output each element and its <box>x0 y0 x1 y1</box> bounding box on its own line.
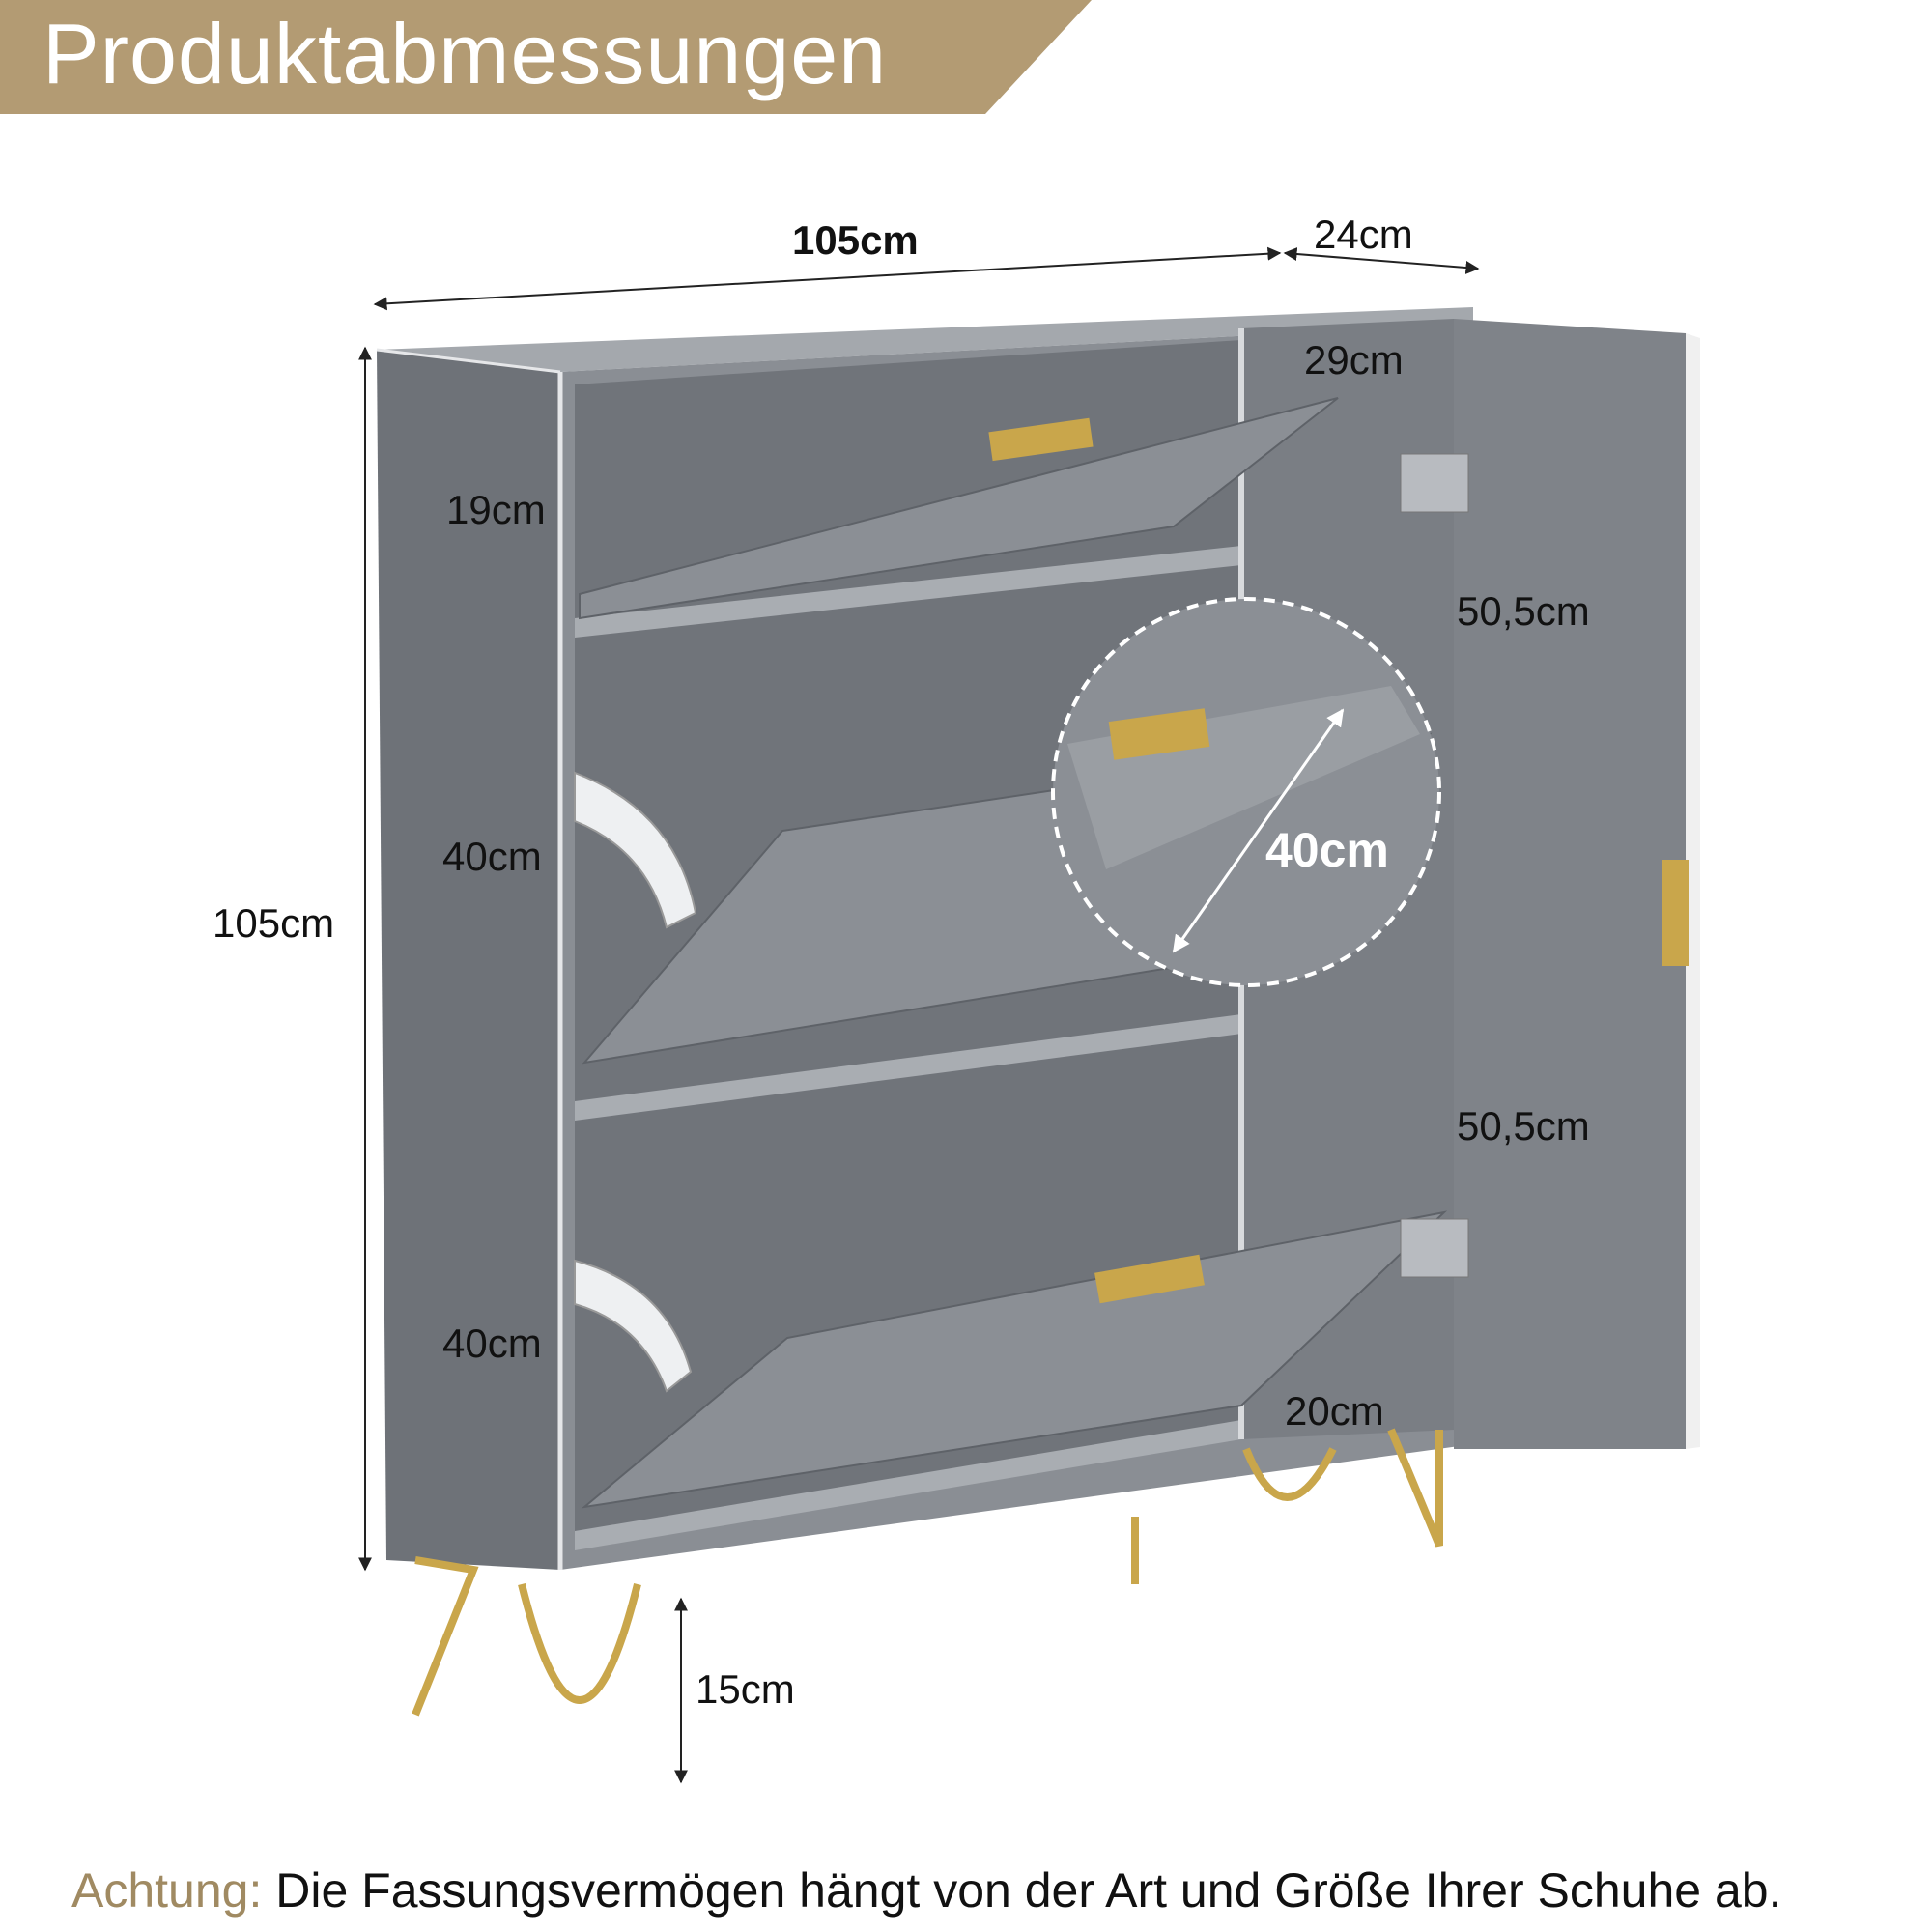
zoom-detail <box>1051 597 1441 987</box>
door-lower-label: 50,5cm <box>1457 1103 1590 1149</box>
leg-height-label: 15cm <box>696 1666 795 1712</box>
shelf-depth-label: 20cm <box>1285 1388 1384 1434</box>
page-title: Produktabmessungen <box>43 6 888 101</box>
height-label: 105cm <box>213 900 335 946</box>
top-flap-label: 19cm <box>446 487 546 532</box>
legs <box>412 1428 1443 1717</box>
zoom-flap-label: 40cm <box>1265 823 1389 877</box>
warning-text: Die Fassungsvermögen hängt von der Art u… <box>262 1863 1782 1918</box>
dimension-lines <box>358 246 1480 1784</box>
middle-flap-label: 40cm <box>442 834 542 879</box>
capacity-note: Achtung: Die Fassungsvermögen hängt von … <box>71 1862 1781 1918</box>
door-upper-label: 50,5cm <box>1457 588 1590 634</box>
width-label: 105cm <box>792 217 919 263</box>
header-banner <box>0 0 1092 114</box>
open-door <box>1400 319 1700 1449</box>
inner-depth-label: 29cm <box>1304 337 1404 383</box>
warning-label: Achtung: <box>71 1863 263 1918</box>
depth-label: 24cm <box>1314 212 1413 257</box>
bottom-flap-label: 40cm <box>442 1321 542 1366</box>
